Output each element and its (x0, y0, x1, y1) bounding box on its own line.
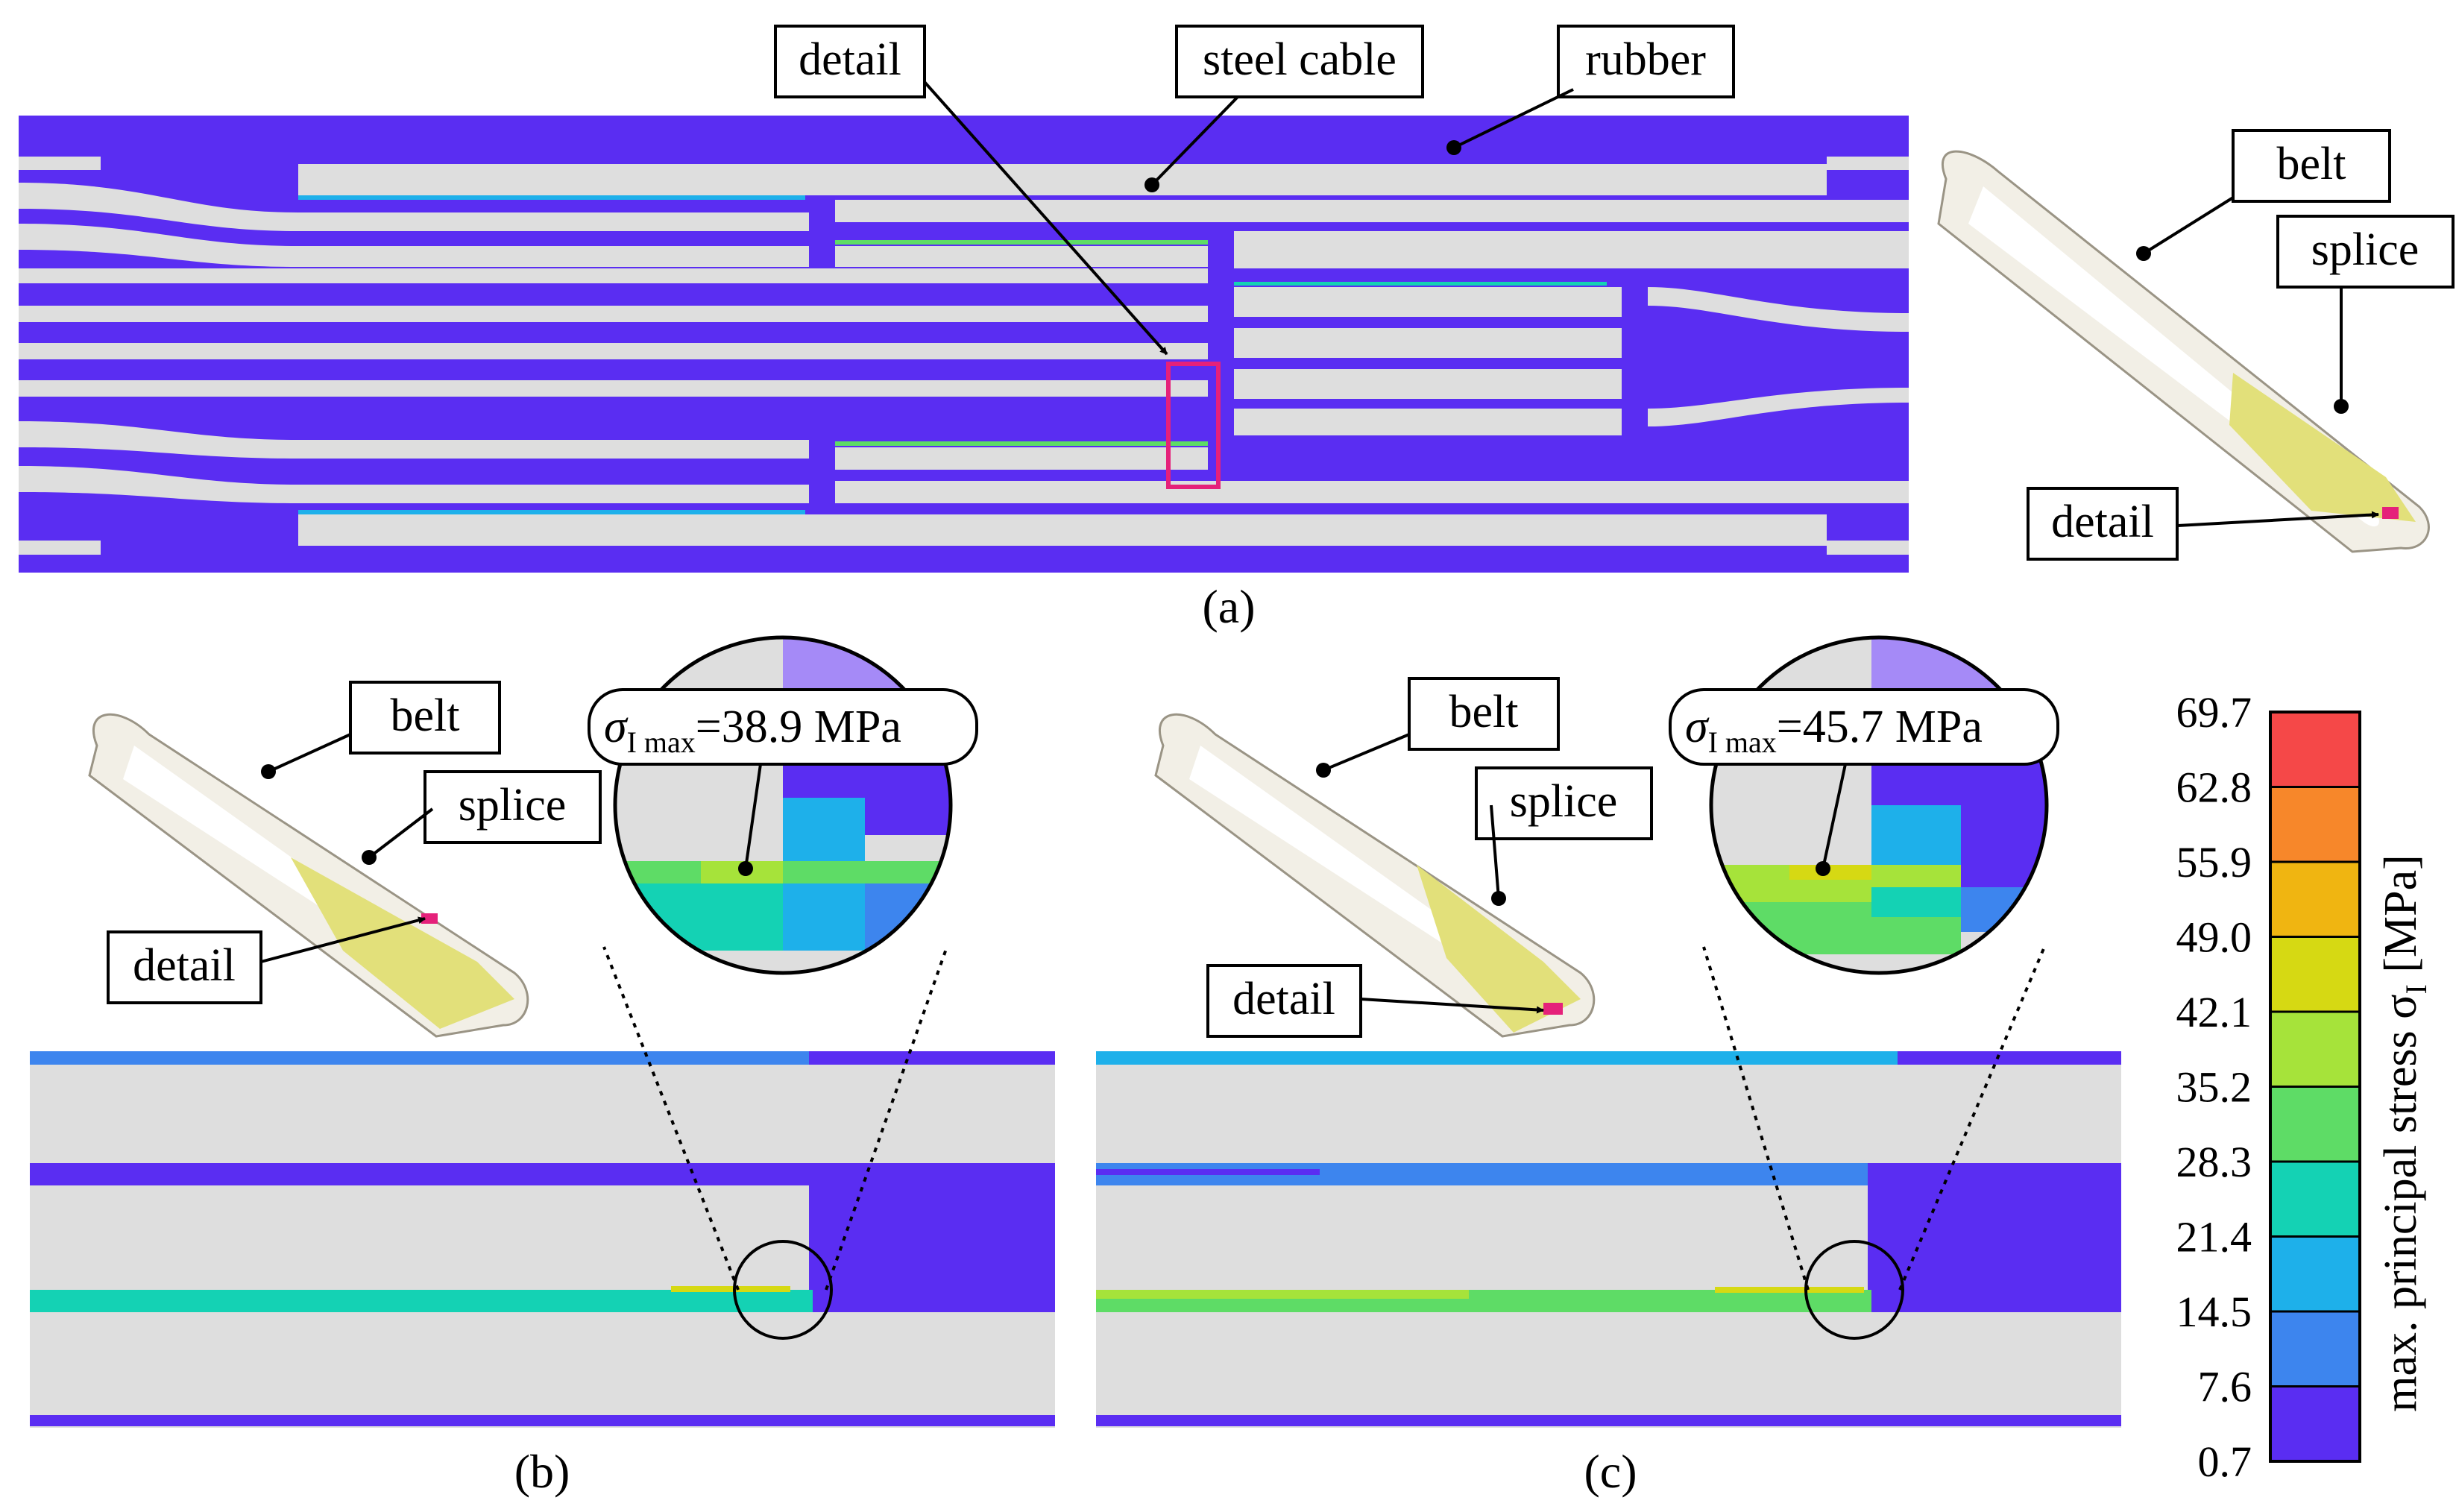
caption-a: (a) (1202, 580, 1255, 633)
colorbar-tick-label: 0.7 (2198, 1437, 2252, 1486)
caption-c: (c) (1584, 1445, 1637, 1498)
panel-a-cross-section (19, 116, 1909, 573)
detail-frame (1166, 362, 1221, 489)
svg-text:σI max=45.7 MPa: σI max=45.7 MPa (1685, 702, 1983, 759)
label-belt-a: belt (2232, 129, 2391, 203)
colorbar-outline (2269, 711, 2361, 1463)
colorbar-segment (2269, 1235, 2361, 1313)
colorbar-title: max. principal stress σI [MPa] (2375, 854, 2433, 1412)
svg-text:belt: belt (2277, 139, 2346, 189)
colorbar-tick-label: 35.2 (2176, 1063, 2252, 1112)
label-splice-a: splice (2276, 215, 2455, 289)
label-splice-c: splice (1475, 766, 1653, 840)
colorbar-segment (2269, 936, 2361, 1013)
caption-b: (b) (514, 1445, 570, 1498)
colorbar-segment (2269, 786, 2361, 863)
sigma-label-c: σI max=45.7 MPa (1669, 688, 2059, 766)
colorbar-tick-label: 21.4 (2176, 1213, 2252, 1261)
panel-b-detail (30, 946, 1055, 1428)
colorbar-segment (2269, 1010, 2361, 1088)
colorbar-segment (2269, 1385, 2361, 1463)
colorbar-segment (2269, 1160, 2361, 1238)
colorbar-tick-label: 14.5 (2176, 1288, 2252, 1336)
svg-text:steel cable: steel cable (1203, 34, 1397, 85)
svg-text:splice: splice (459, 780, 567, 831)
svg-text:detail: detail (799, 34, 901, 85)
label-rubber: rubber (1557, 25, 1735, 98)
colorbar-segment (2269, 1310, 2361, 1387)
label-splice-b: splice (423, 770, 602, 844)
svg-text:belt: belt (391, 690, 460, 741)
belt-inset-c (1154, 713, 1596, 1038)
colorbar-tick-label: 55.9 (2176, 838, 2252, 886)
colorbar: 69.7 62.8 55.9 49.0 42.1 35.2 28.3 21.4 14.5 7.6 0… (2176, 688, 2361, 1486)
colorbar-tick-label: 69.7 (2176, 688, 2252, 737)
zoom-circle-b (613, 635, 953, 975)
label-detail-a: detail (774, 25, 926, 98)
colorbar-tick-label: 62.8 (2176, 763, 2252, 812)
colorbar-tick-label: 28.3 (2176, 1138, 2252, 1186)
label-detail-c: detail (1206, 964, 1362, 1038)
svg-text:splice: splice (2311, 224, 2419, 275)
colorbar-tick-label: 49.0 (2176, 913, 2252, 962)
svg-text:splice: splice (1510, 776, 1618, 827)
label-steel-cable: steel cable (1175, 25, 1424, 98)
svg-text:rubber: rubber (1585, 34, 1706, 85)
svg-text:detail: detail (1232, 974, 1335, 1024)
colorbar-segment (2269, 860, 2361, 938)
colorbar-tick-label: 7.6 (2198, 1363, 2252, 1411)
panel-c-detail (1096, 946, 2121, 1428)
sigma-label-b: σI max=38.9 MPa (588, 688, 978, 766)
label-belt-c: belt (1408, 677, 1560, 751)
label-detail-b: detail (107, 930, 262, 1004)
label-detail-a-inset: detail (2027, 487, 2179, 561)
svg-text:σI max=38.9 MPa: σI max=38.9 MPa (604, 702, 901, 759)
belt-inset-b (88, 713, 529, 1038)
svg-text:belt: belt (1449, 687, 1519, 737)
colorbar-segment (2269, 1086, 2361, 1163)
zoom-circle-c (1709, 635, 2049, 975)
colorbar-segment (2269, 711, 2361, 788)
svg-text:detail: detail (2051, 497, 2154, 547)
belt-inset-a (1937, 150, 2430, 553)
svg-text:detail: detail (133, 940, 236, 991)
colorbar-tick-label: 42.1 (2176, 988, 2252, 1036)
label-belt-b: belt (349, 681, 501, 755)
